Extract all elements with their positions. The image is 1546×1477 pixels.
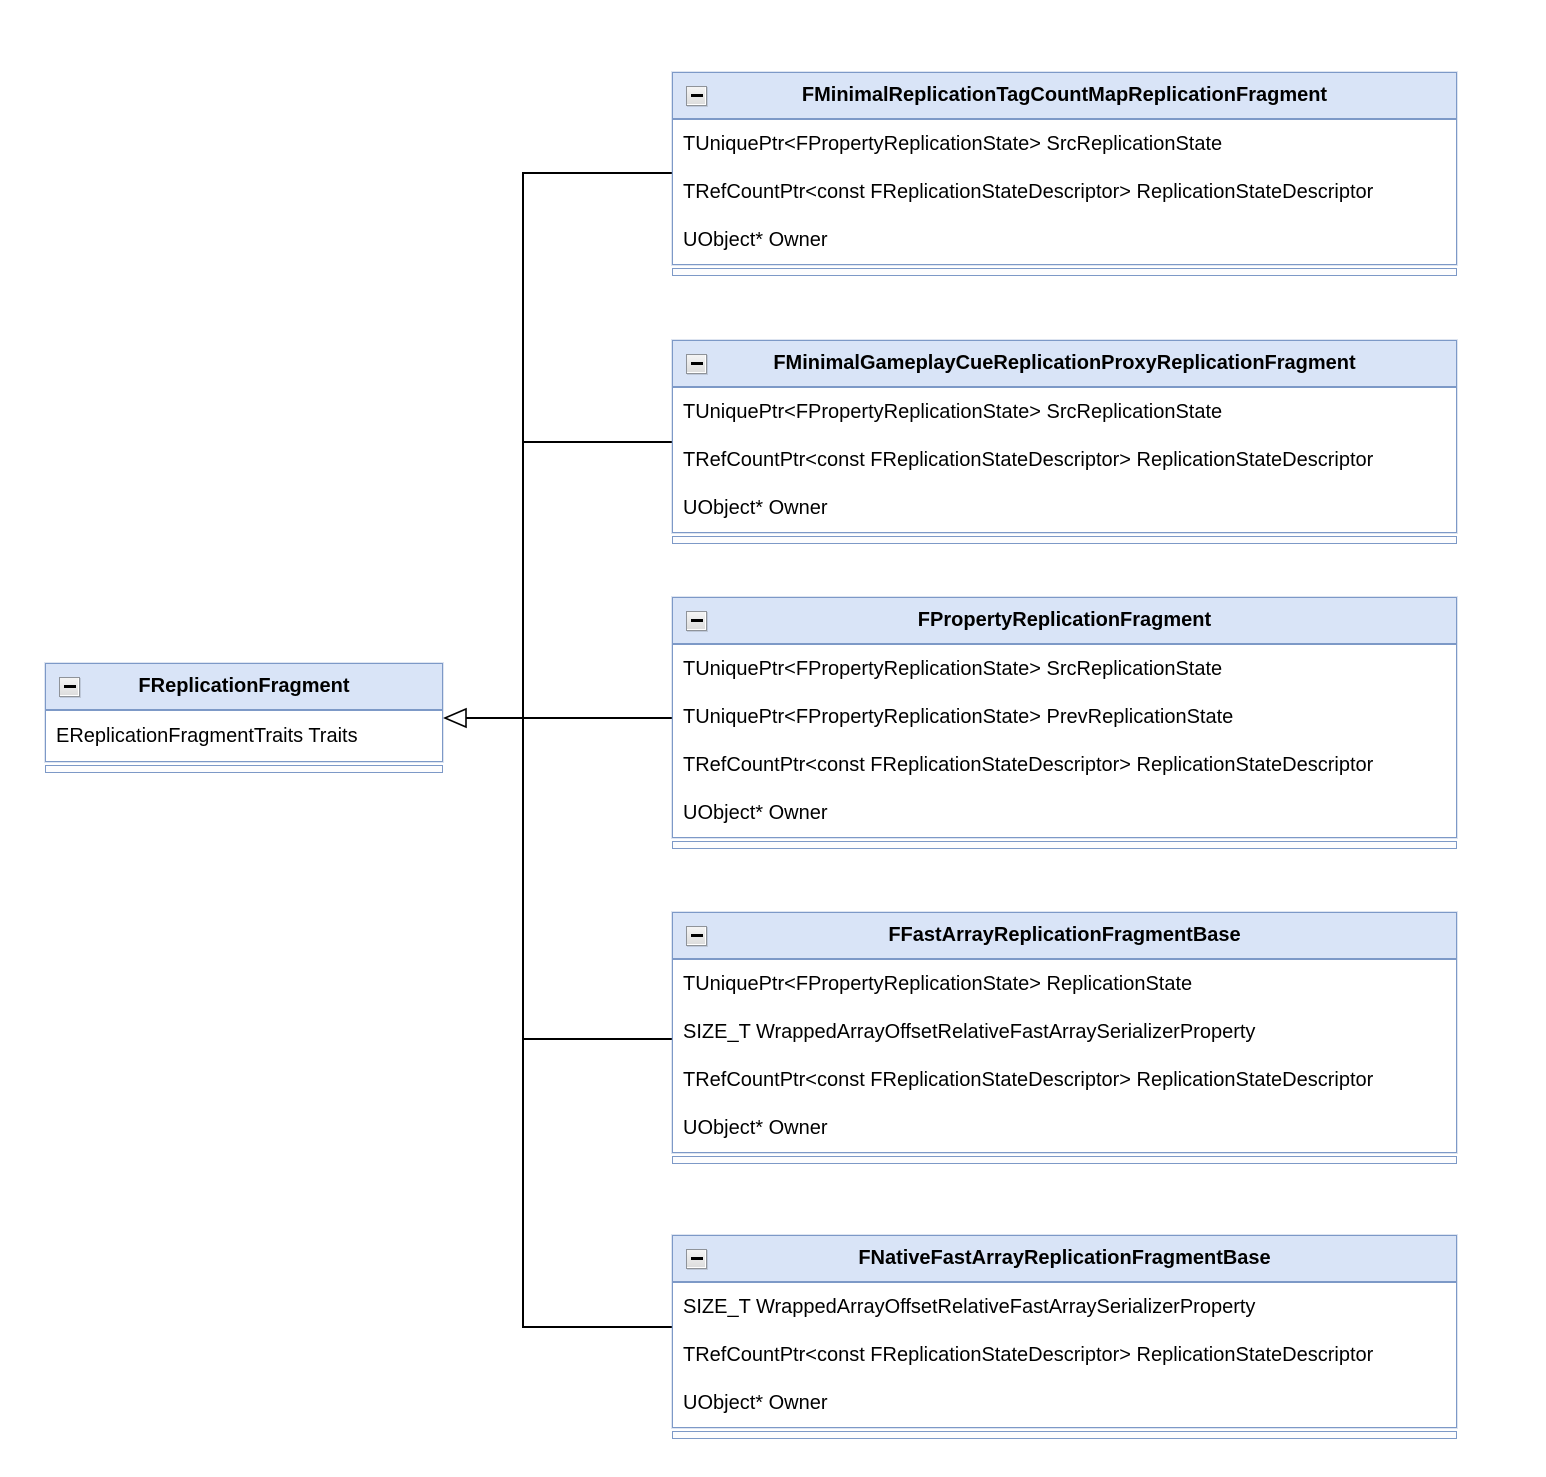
empty-compartment (672, 536, 1457, 544)
base-class-header: FReplicationFragment (46, 664, 442, 711)
collapse-minus-icon[interactable] (59, 676, 80, 697)
base-class-box[interactable]: FReplicationFragment EReplicationFragmen… (45, 663, 443, 773)
member-row: EReplicationFragmentTraits Traits (56, 724, 358, 747)
member-row: UObject* Owner (683, 496, 828, 519)
minus-glyph (690, 362, 703, 365)
derived-class-box-2[interactable]: FMinimalGameplayCueReplicationProxyRepli… (672, 340, 1457, 544)
collapse-minus-icon[interactable] (686, 610, 707, 631)
collapse-minus-icon[interactable] (686, 85, 707, 106)
member-row: UObject* Owner (683, 1116, 828, 1139)
member-row: UObject* Owner (683, 801, 828, 824)
derived-class-5-header: FNativeFastArrayReplicationFragmentBase (673, 1236, 1456, 1283)
derived-class-1-header: FMinimalReplicationTagCountMapReplicatio… (673, 73, 1456, 120)
derived-class-4-header: FFastArrayReplicationFragmentBase (673, 913, 1456, 960)
member-row: UObject* Owner (683, 1391, 828, 1414)
empty-compartment (672, 268, 1457, 276)
inheritance-arrowhead-icon (442, 707, 467, 729)
member-row: TRefCountPtr<const FReplicationStateDesc… (683, 753, 1374, 776)
member-row: TUniquePtr<FPropertyReplicationState> Sr… (683, 657, 1223, 680)
member-row: TRefCountPtr<const FReplicationStateDesc… (683, 448, 1374, 471)
empty-compartment (45, 765, 443, 773)
derived-class-box-4[interactable]: FFastArrayReplicationFragmentBase TUniqu… (672, 912, 1457, 1164)
class-title: FNativeFastArrayReplicationFragmentBase (858, 1247, 1271, 1269)
class-title: FMinimalReplicationTagCountMapReplicatio… (801, 84, 1328, 106)
empty-compartment (672, 841, 1457, 849)
derived-class-box-1[interactable]: FMinimalReplicationTagCountMapReplicatio… (672, 72, 1457, 276)
base-class-box-main: FReplicationFragment EReplicationFragmen… (45, 663, 443, 762)
member-row: TUniquePtr<FPropertyReplicationState> Sr… (683, 132, 1223, 155)
member-row: TRefCountPtr<const FReplicationStateDesc… (683, 1343, 1374, 1366)
member-row: TUniquePtr<FPropertyReplicationState> Re… (683, 972, 1193, 995)
derived-class-box-2-main: FMinimalGameplayCueReplicationProxyRepli… (672, 340, 1457, 533)
derived-class-box-1-main: FMinimalReplicationTagCountMapReplicatio… (672, 72, 1457, 265)
derived-class-3-header: FPropertyReplicationFragment (673, 598, 1456, 645)
minus-glyph (690, 934, 703, 937)
minus-glyph (690, 1257, 703, 1260)
collapse-minus-icon[interactable] (686, 925, 707, 946)
empty-compartment (672, 1156, 1457, 1164)
derived-class-box-5[interactable]: FNativeFastArrayReplicationFragmentBase … (672, 1235, 1457, 1439)
empty-compartment (672, 1431, 1457, 1439)
derived-class-box-3-main: FPropertyReplicationFragment TUniquePtr<… (672, 597, 1457, 838)
member-row: TRefCountPtr<const FReplicationStateDesc… (683, 1068, 1374, 1091)
member-row: SIZE_T WrappedArrayOffsetRelativeFastArr… (683, 1295, 1256, 1318)
derived-class-box-5-main: FNativeFastArrayReplicationFragmentBase … (672, 1235, 1457, 1428)
collapse-minus-icon[interactable] (686, 353, 707, 374)
class-title: FMinimalGameplayCueReplicationProxyRepli… (773, 352, 1356, 374)
member-row: TUniquePtr<FPropertyReplicationState> Sr… (683, 400, 1223, 423)
minus-glyph (63, 685, 76, 688)
derived-class-2-header: FMinimalGameplayCueReplicationProxyRepli… (673, 341, 1456, 388)
derived-class-box-4-main: FFastArrayReplicationFragmentBase TUniqu… (672, 912, 1457, 1153)
member-row: UObject* Owner (683, 228, 828, 251)
minus-glyph (690, 619, 703, 622)
class-title: FFastArrayReplicationFragmentBase (888, 924, 1241, 946)
member-row: TUniquePtr<FPropertyReplicationState> Pr… (683, 705, 1234, 728)
class-title: FReplicationFragment (138, 675, 350, 697)
member-row: TRefCountPtr<const FReplicationStateDesc… (683, 180, 1374, 203)
derived-class-box-3[interactable]: FPropertyReplicationFragment TUniquePtr<… (672, 597, 1457, 849)
collapse-minus-icon[interactable] (686, 1248, 707, 1269)
class-title: FPropertyReplicationFragment (917, 609, 1212, 631)
minus-glyph (690, 94, 703, 97)
member-row: SIZE_T WrappedArrayOffsetRelativeFastArr… (683, 1020, 1256, 1043)
